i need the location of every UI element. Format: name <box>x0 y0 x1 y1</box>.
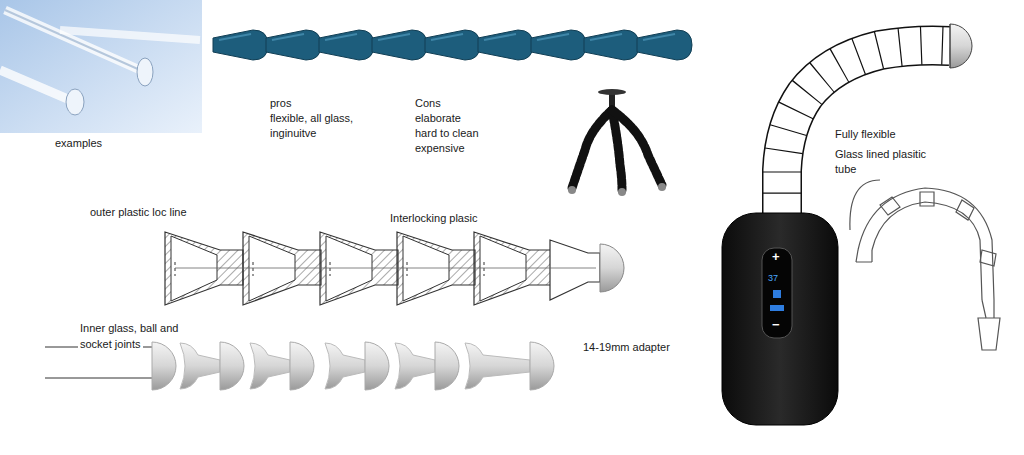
part-label: Inner glass, ball and <box>78 322 180 335</box>
note: tube <box>835 163 856 176</box>
part-label: socket joints <box>78 338 143 351</box>
button-symbol: + <box>772 250 780 263</box>
pros-heading: pros <box>270 97 291 110</box>
part-label: Interlocking plasic <box>390 212 477 225</box>
cons-heading: Cons <box>415 97 441 110</box>
note: Fully flexible <box>835 128 896 141</box>
pros-item: flexible, all glass, <box>270 112 353 125</box>
note: Glass lined plasitic <box>835 148 926 161</box>
part-label: 14-19mm adapter <box>583 341 670 354</box>
cons-item: elaborate <box>415 112 461 125</box>
part-label: outer plastic loc line <box>90 206 187 219</box>
cons-item: hard to clean <box>415 127 479 140</box>
button-symbol: − <box>772 318 780 331</box>
cons-item: expensive <box>415 142 465 155</box>
display-reading: 37 <box>768 273 778 283</box>
photo-caption: examples <box>55 137 102 150</box>
pros-item: inginuitve <box>270 127 316 140</box>
